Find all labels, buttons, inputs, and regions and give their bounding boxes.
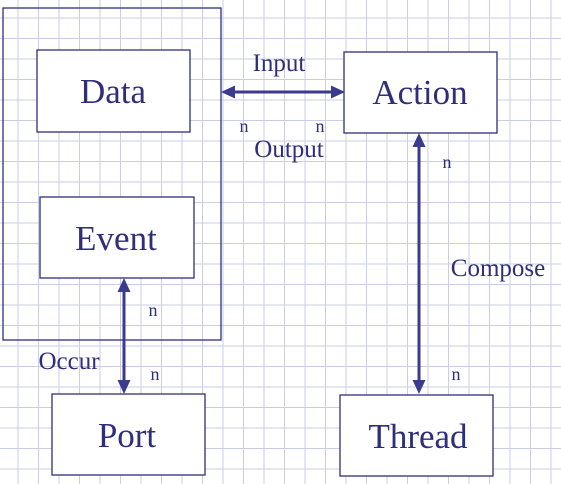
data-action-multiplicity-right: n [316, 116, 325, 136]
compose-label: Compose [451, 255, 545, 282]
data-action-arrow [221, 85, 345, 99]
action-thread-multiplicity-top: n [443, 152, 452, 172]
event-port-multiplicity-top: n [149, 300, 158, 320]
grouping-box [2, 7, 222, 341]
output-label: Output [254, 136, 324, 163]
occur-label: Occur [38, 348, 100, 375]
input-label: Input [253, 50, 306, 77]
event-port-arrow [117, 278, 131, 394]
event-box [39, 196, 195, 279]
data-box [36, 49, 191, 133]
port-box [51, 393, 206, 476]
thread-box [339, 394, 494, 477]
thread-label: Thread [368, 417, 468, 456]
data-action-multiplicity-left: n [240, 116, 249, 136]
event-label: Event [75, 219, 157, 258]
port-label: Port [98, 416, 157, 455]
action-thread-multiplicity-bottom: n [452, 364, 461, 384]
action-thread-arrow [412, 133, 426, 394]
action-label: Action [372, 73, 467, 112]
event-port-multiplicity-bottom: n [151, 364, 160, 384]
data-label: Data [80, 72, 147, 111]
action-box [343, 51, 498, 134]
